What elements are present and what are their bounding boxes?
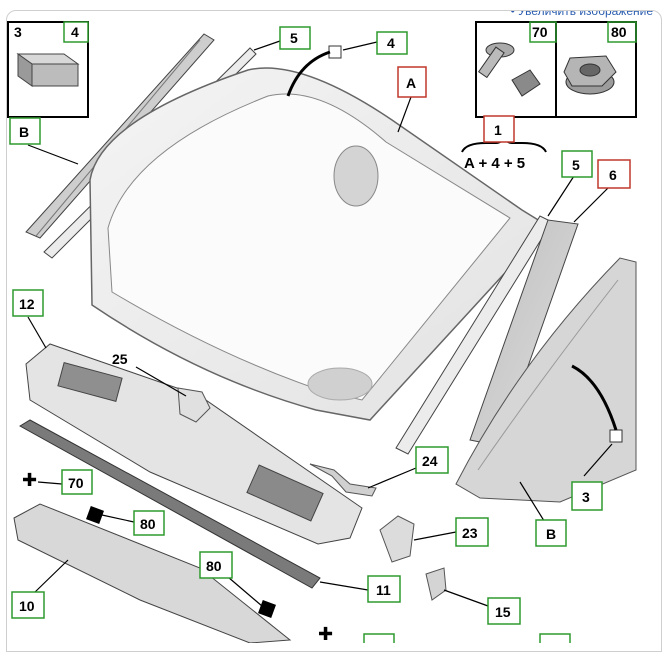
callout-70b: 70 bbox=[68, 475, 84, 491]
callouts: 3 4 5 4 A 70 80 B 1 A + 4 + 5 5 6 12 25 … bbox=[9, 21, 637, 643]
plus-marker-icon-2: ✚ bbox=[318, 624, 333, 643]
windshield-inner-area bbox=[107, 93, 511, 401]
right-pillar-cover bbox=[455, 257, 637, 503]
callout-70a: 70 bbox=[532, 24, 548, 40]
callout-4b: 4 bbox=[387, 35, 395, 51]
callout-4a: 4 bbox=[71, 24, 79, 40]
enlarge-image-link[interactable]: • Увеличить изображение bbox=[510, 10, 653, 18]
callout-15: 15 bbox=[495, 604, 511, 620]
plus-marker-icon: ✚ bbox=[22, 470, 37, 491]
marker-square-2 bbox=[258, 600, 276, 618]
callout-3a: 3 bbox=[14, 24, 22, 40]
kit-formula: A + 4 + 5 bbox=[464, 155, 525, 172]
callout-11: 11 bbox=[376, 582, 391, 598]
callout-6: 6 bbox=[609, 167, 617, 183]
callout-B1: B bbox=[19, 124, 29, 140]
clip-15 bbox=[425, 567, 447, 601]
callout-25: 25 bbox=[112, 351, 128, 367]
marker-square-1 bbox=[86, 506, 104, 524]
adhesive-block-icon bbox=[16, 53, 80, 87]
wiper-linkage bbox=[13, 503, 292, 643]
callout-80a: 80 bbox=[611, 24, 627, 40]
cowl-seal-strip bbox=[18, 419, 321, 589]
callout-24: 24 bbox=[422, 453, 438, 469]
callout-80b: 80 bbox=[140, 516, 156, 532]
callout-3b: 3 bbox=[582, 489, 590, 505]
nut-icon bbox=[563, 55, 617, 95]
callout-12: 12 bbox=[19, 296, 35, 312]
callout-5b: 5 bbox=[572, 157, 580, 173]
bracket-24 bbox=[309, 463, 377, 497]
callout-23: 23 bbox=[462, 525, 478, 541]
callout-B2: B bbox=[546, 526, 556, 542]
callout-A: A bbox=[406, 75, 416, 91]
callout-1: 1 bbox=[494, 122, 502, 138]
callout-5a: 5 bbox=[290, 30, 298, 46]
screw-icon bbox=[478, 42, 541, 97]
clip-25 bbox=[177, 387, 211, 423]
leader-lines bbox=[27, 40, 613, 607]
bracket-23 bbox=[379, 515, 415, 563]
mirror-mount-icon bbox=[333, 145, 379, 207]
callout-10: 10 bbox=[19, 598, 35, 614]
sensor-patch-icon bbox=[307, 367, 373, 401]
callout-80c: 80 bbox=[206, 558, 222, 574]
